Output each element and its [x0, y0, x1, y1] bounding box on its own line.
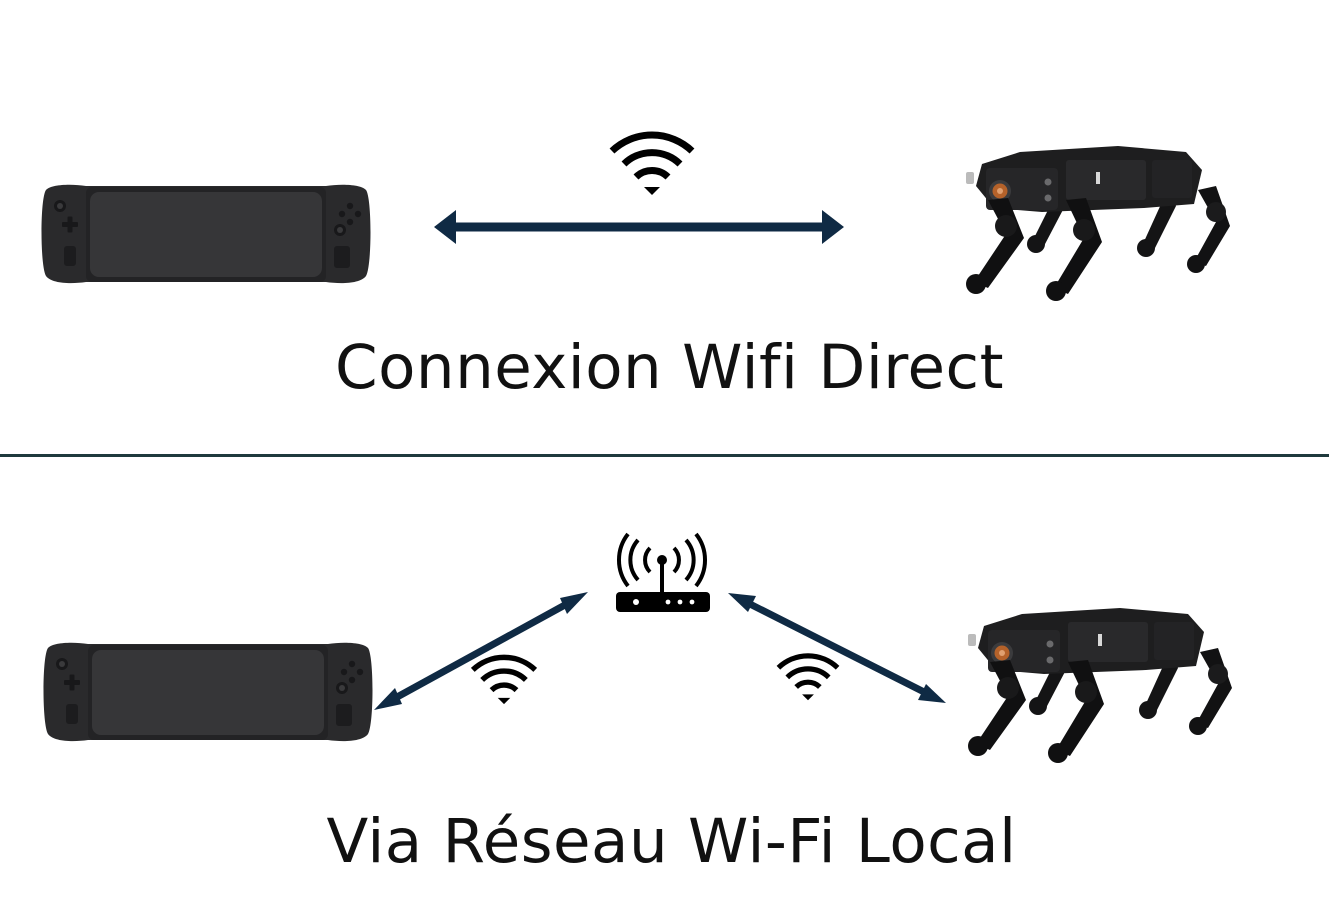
- arrowhead-right: [822, 210, 844, 244]
- arrowhead-left: [434, 210, 456, 244]
- bottom-panel: [43, 532, 1232, 763]
- arrowhead-router-left: [560, 592, 588, 614]
- arrowhead-robot: [918, 684, 946, 703]
- handheld-console-icon: [41, 184, 371, 284]
- wifi-icon: [612, 135, 692, 195]
- quadruped-robot-icon: [966, 146, 1230, 301]
- router-robot-link-arrow: [740, 596, 934, 700]
- quadruped-robot-icon: [968, 608, 1232, 763]
- wifi-router-icon: [614, 532, 712, 614]
- handheld-console-icon: [43, 642, 373, 742]
- top-caption: Connexion Wifi Direct: [335, 332, 1004, 403]
- section-divider: [0, 454, 1329, 457]
- top-panel: [41, 135, 1230, 301]
- wifi-icon: [778, 656, 837, 700]
- arrowhead-router-right: [728, 593, 756, 612]
- bottom-caption: Via Réseau Wi-Fi Local: [326, 806, 1017, 877]
- console-router-link-arrow: [386, 596, 576, 706]
- arrowhead-console: [374, 688, 402, 710]
- wifi-icon: [473, 657, 535, 704]
